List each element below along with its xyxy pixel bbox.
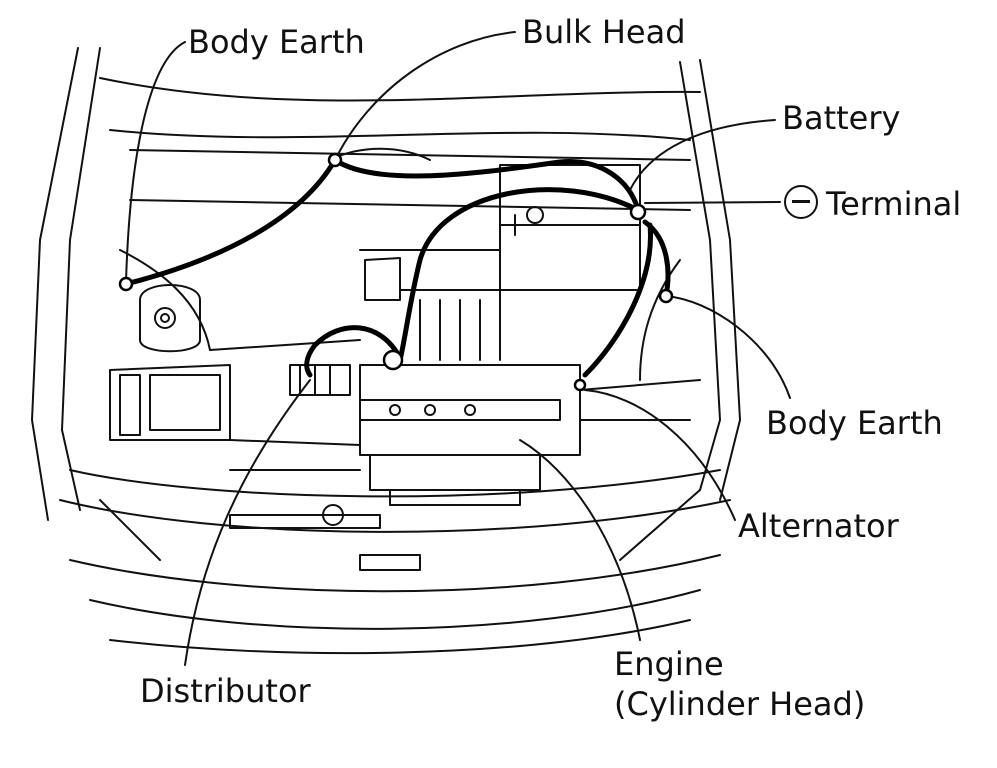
bolt-icon: [118, 276, 134, 292]
label-battery: Battery: [782, 99, 901, 137]
label-terminal: Terminal: [826, 185, 962, 223]
minus-circle-icon: [784, 185, 818, 219]
earth-points: [118, 152, 674, 392]
leader-bulk-head: [334, 31, 516, 161]
leader-terminal: [644, 201, 781, 204]
label-engine: Engine: [614, 645, 724, 683]
cable-terminal-alternator: [582, 222, 653, 378]
leader-lines: [125, 31, 791, 666]
label-cylinder-head: (Cylinder Head): [614, 685, 866, 723]
leader-engine: [519, 439, 641, 641]
bolt-icon: [382, 349, 404, 371]
label-body-earth-top: Body Earth: [188, 23, 365, 61]
bolt-icon: [629, 203, 647, 221]
leader-alternator: [584, 389, 736, 521]
label-terminal-row: Terminal: [784, 185, 961, 222]
cable-bulkhead-terminal: [332, 157, 641, 213]
leader-body-earth-top: [125, 41, 186, 283]
bolt-icon: [658, 288, 674, 304]
leader-distributor: [184, 379, 311, 666]
label-distributor: Distributor: [140, 672, 311, 710]
bolt-icon: [327, 152, 343, 168]
cable-terminal-engine: [397, 187, 641, 363]
bolt-icon: [573, 378, 587, 392]
leader-body-earth-right: [665, 295, 791, 399]
label-body-earth-right: Body Earth: [766, 404, 943, 442]
car-body-outline: [31, 47, 741, 655]
cable-body-earth-bulkhead: [123, 157, 338, 287]
label-bulk-head: Bulk Head: [522, 13, 686, 51]
cable-engine-distributor: [304, 325, 403, 378]
label-alternator: Alternator: [738, 507, 899, 545]
leader-battery: [629, 119, 776, 191]
